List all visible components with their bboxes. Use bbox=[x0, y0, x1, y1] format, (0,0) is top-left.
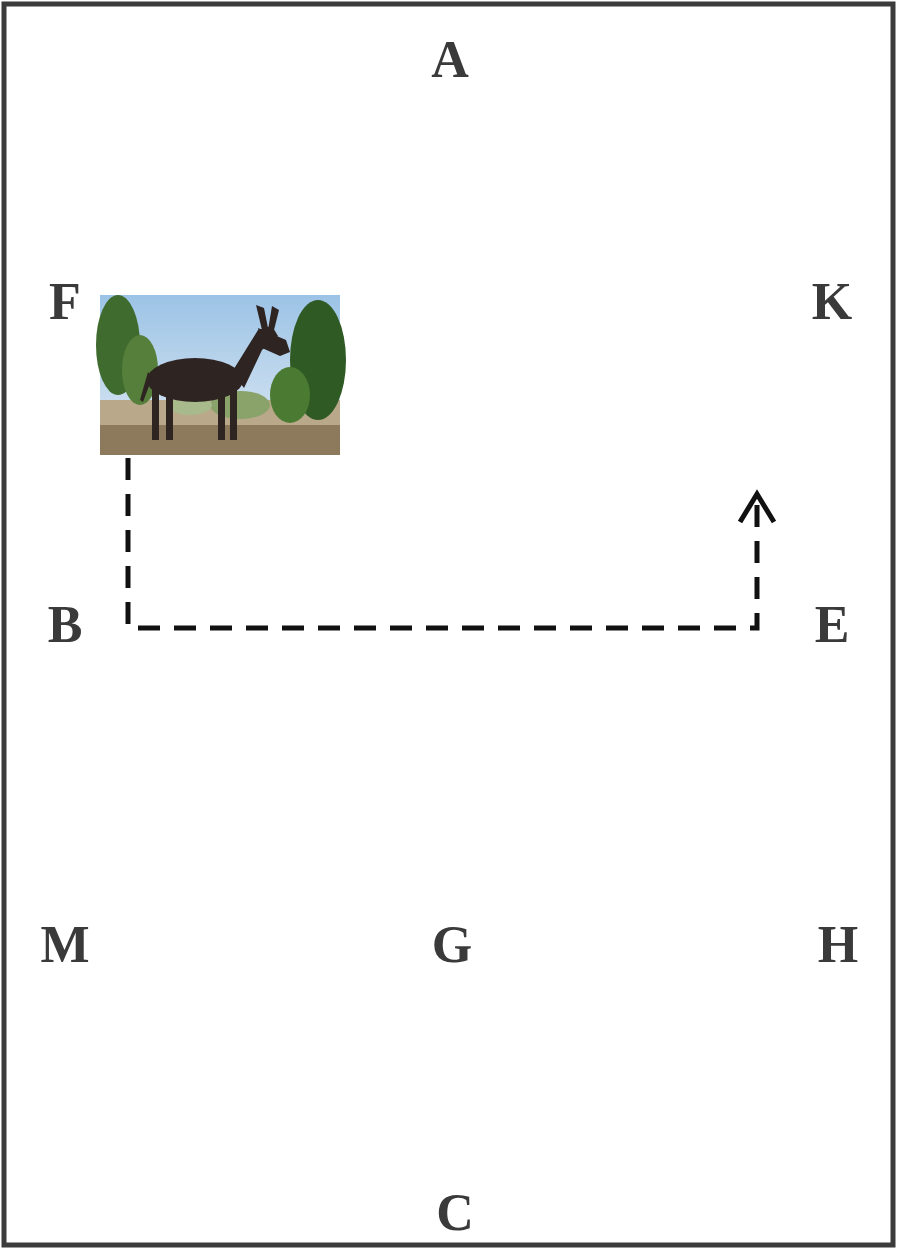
arena-letter: G bbox=[432, 919, 472, 971]
arena-letter: M bbox=[40, 919, 89, 971]
arena-letter: A bbox=[431, 34, 469, 86]
arena-letter: H bbox=[818, 919, 858, 971]
arena-letter: C bbox=[436, 1187, 474, 1239]
ride-path bbox=[128, 458, 774, 628]
arena-letter: E bbox=[815, 599, 850, 651]
arena-letter: F bbox=[49, 276, 81, 328]
arena-letter: K bbox=[812, 276, 852, 328]
arena-letter: B bbox=[48, 599, 83, 651]
donkey-photo bbox=[96, 295, 346, 455]
arena-border bbox=[4, 4, 893, 1245]
